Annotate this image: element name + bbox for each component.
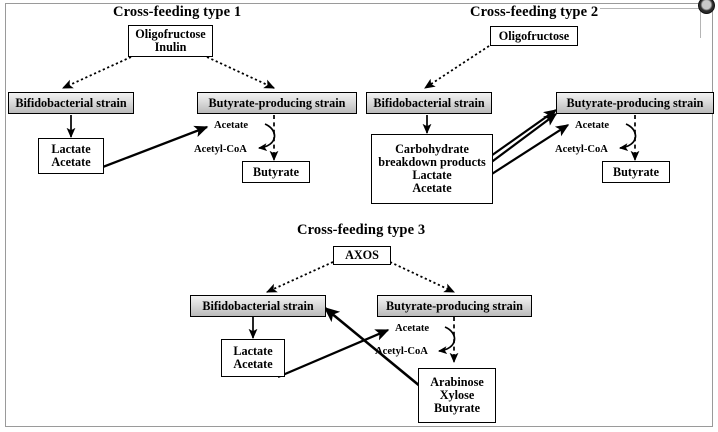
panel-1-products-box: Lactate Acetate: [38, 138, 104, 174]
panel-1-butyrate-producing-strain-box: Butyrate-producing strain: [197, 92, 357, 114]
panel-3-bifidobacterial-strain-box: Bifidobacterial strain: [190, 295, 326, 317]
panel-2-butyrate-box: Butyrate: [602, 161, 670, 183]
panel-3-substrate-box: AXOS: [333, 246, 391, 265]
end-product-line-2: Xylose: [439, 388, 475, 403]
panel-3-title: Cross-feeding type 3: [297, 222, 426, 238]
panel-1-acetyl-coa-label: Acetyl-CoA: [194, 144, 247, 155]
substrate-line-2: Inulin: [154, 40, 187, 54]
panel-3-end-products-box: Arabinose Xylose Butyrate: [418, 368, 496, 423]
panel-1-acetate-label: Acetate: [214, 120, 249, 131]
product-line-2: breakdown products: [378, 155, 486, 170]
strain-label: Butyrate-producing strain: [208, 95, 346, 110]
substrate-line-1: Oligofructose: [498, 28, 570, 43]
product-line-2: Acetate: [51, 155, 91, 169]
p1-arrow-products-to-acetate: [94, 125, 209, 172]
resize-handle-icon[interactable]: [698, 0, 715, 14]
p3-curved-arrow-acetate-to-acetylcoa: [437, 326, 456, 355]
end-product-line-3: Butyrate: [433, 400, 481, 415]
panel-2-title: Cross-feeding type 2: [470, 4, 599, 20]
p3-dotted-substrate-to-butyrate-strain: [389, 261, 455, 293]
product-line-1: Lactate: [233, 344, 273, 359]
p2-curved-arrow-acetate-to-acetylcoa: [618, 123, 637, 152]
strain-label: Bifidobacterial strain: [202, 298, 314, 313]
product-line-3: Lactate: [412, 168, 452, 182]
p1-dotted-substrate-to-bifido: [62, 56, 132, 89]
product-line-2: Acetate: [233, 357, 273, 371]
panel-1-substrate-box: Oligofructose Inulin: [128, 25, 213, 57]
panel-2-butyrate-producing-strain-box: Butyrate-producing strain: [556, 92, 714, 114]
end-product-label: Butyrate: [612, 164, 660, 179]
product-line-1: Carbohydrate: [395, 142, 469, 157]
p3-dotted-substrate-to-bifido: [266, 261, 334, 293]
panel-2-bifidobacterial-strain-box: Bifidobacterial strain: [366, 92, 492, 114]
top-rule: [600, 8, 700, 9]
strain-label: Bifidobacterial strain: [373, 95, 485, 110]
end-product-line-1: Arabinose: [430, 375, 484, 390]
strain-label: Butyrate-producing strain: [566, 95, 704, 110]
strain-label: Bifidobacterial strain: [15, 95, 127, 110]
corner-rule-vertical: [700, 8, 701, 38]
substrate-line-1: Oligofructose: [135, 27, 206, 42]
p2-dotted-substrate-to-bifido: [424, 45, 490, 89]
panel-3-acetate-label: Acetate: [395, 323, 430, 334]
panel-3-products-box: Lactate Acetate: [221, 339, 285, 377]
end-product-label: Butyrate: [252, 164, 300, 179]
panel-3-acetyl-coa-label: Acetyl-CoA: [375, 346, 428, 357]
panel-1-butyrate-box: Butyrate: [242, 161, 310, 183]
p1-curved-arrow-acetate-to-acetylcoa: [257, 123, 276, 152]
panel-3-butyrate-producing-strain-box: Butyrate-producing strain: [377, 295, 532, 317]
panel-1-bifidobacterial-strain-box: Bifidobacterial strain: [8, 92, 134, 114]
substrate-line-1: AXOS: [345, 248, 379, 263]
panel-1-title: Cross-feeding type 1: [113, 4, 242, 20]
strain-label: Butyrate-producing strain: [386, 298, 523, 313]
product-line-4: Acetate: [412, 180, 452, 195]
p3-arrow-products-to-acetate: [277, 328, 390, 379]
product-line-1: Lactate: [51, 142, 91, 157]
p1-dotted-substrate-to-butyrate-strain: [206, 56, 275, 89]
panel-2-acetyl-coa-label: Acetyl-CoA: [555, 144, 608, 155]
panel-2-substrate-box: Oligofructose: [490, 26, 578, 46]
panel-2-acetate-label: Acetate: [575, 120, 610, 131]
figure-border: [5, 3, 713, 427]
panel-2-products-box: Carbohydrate breakdown products Lactate …: [371, 134, 493, 204]
